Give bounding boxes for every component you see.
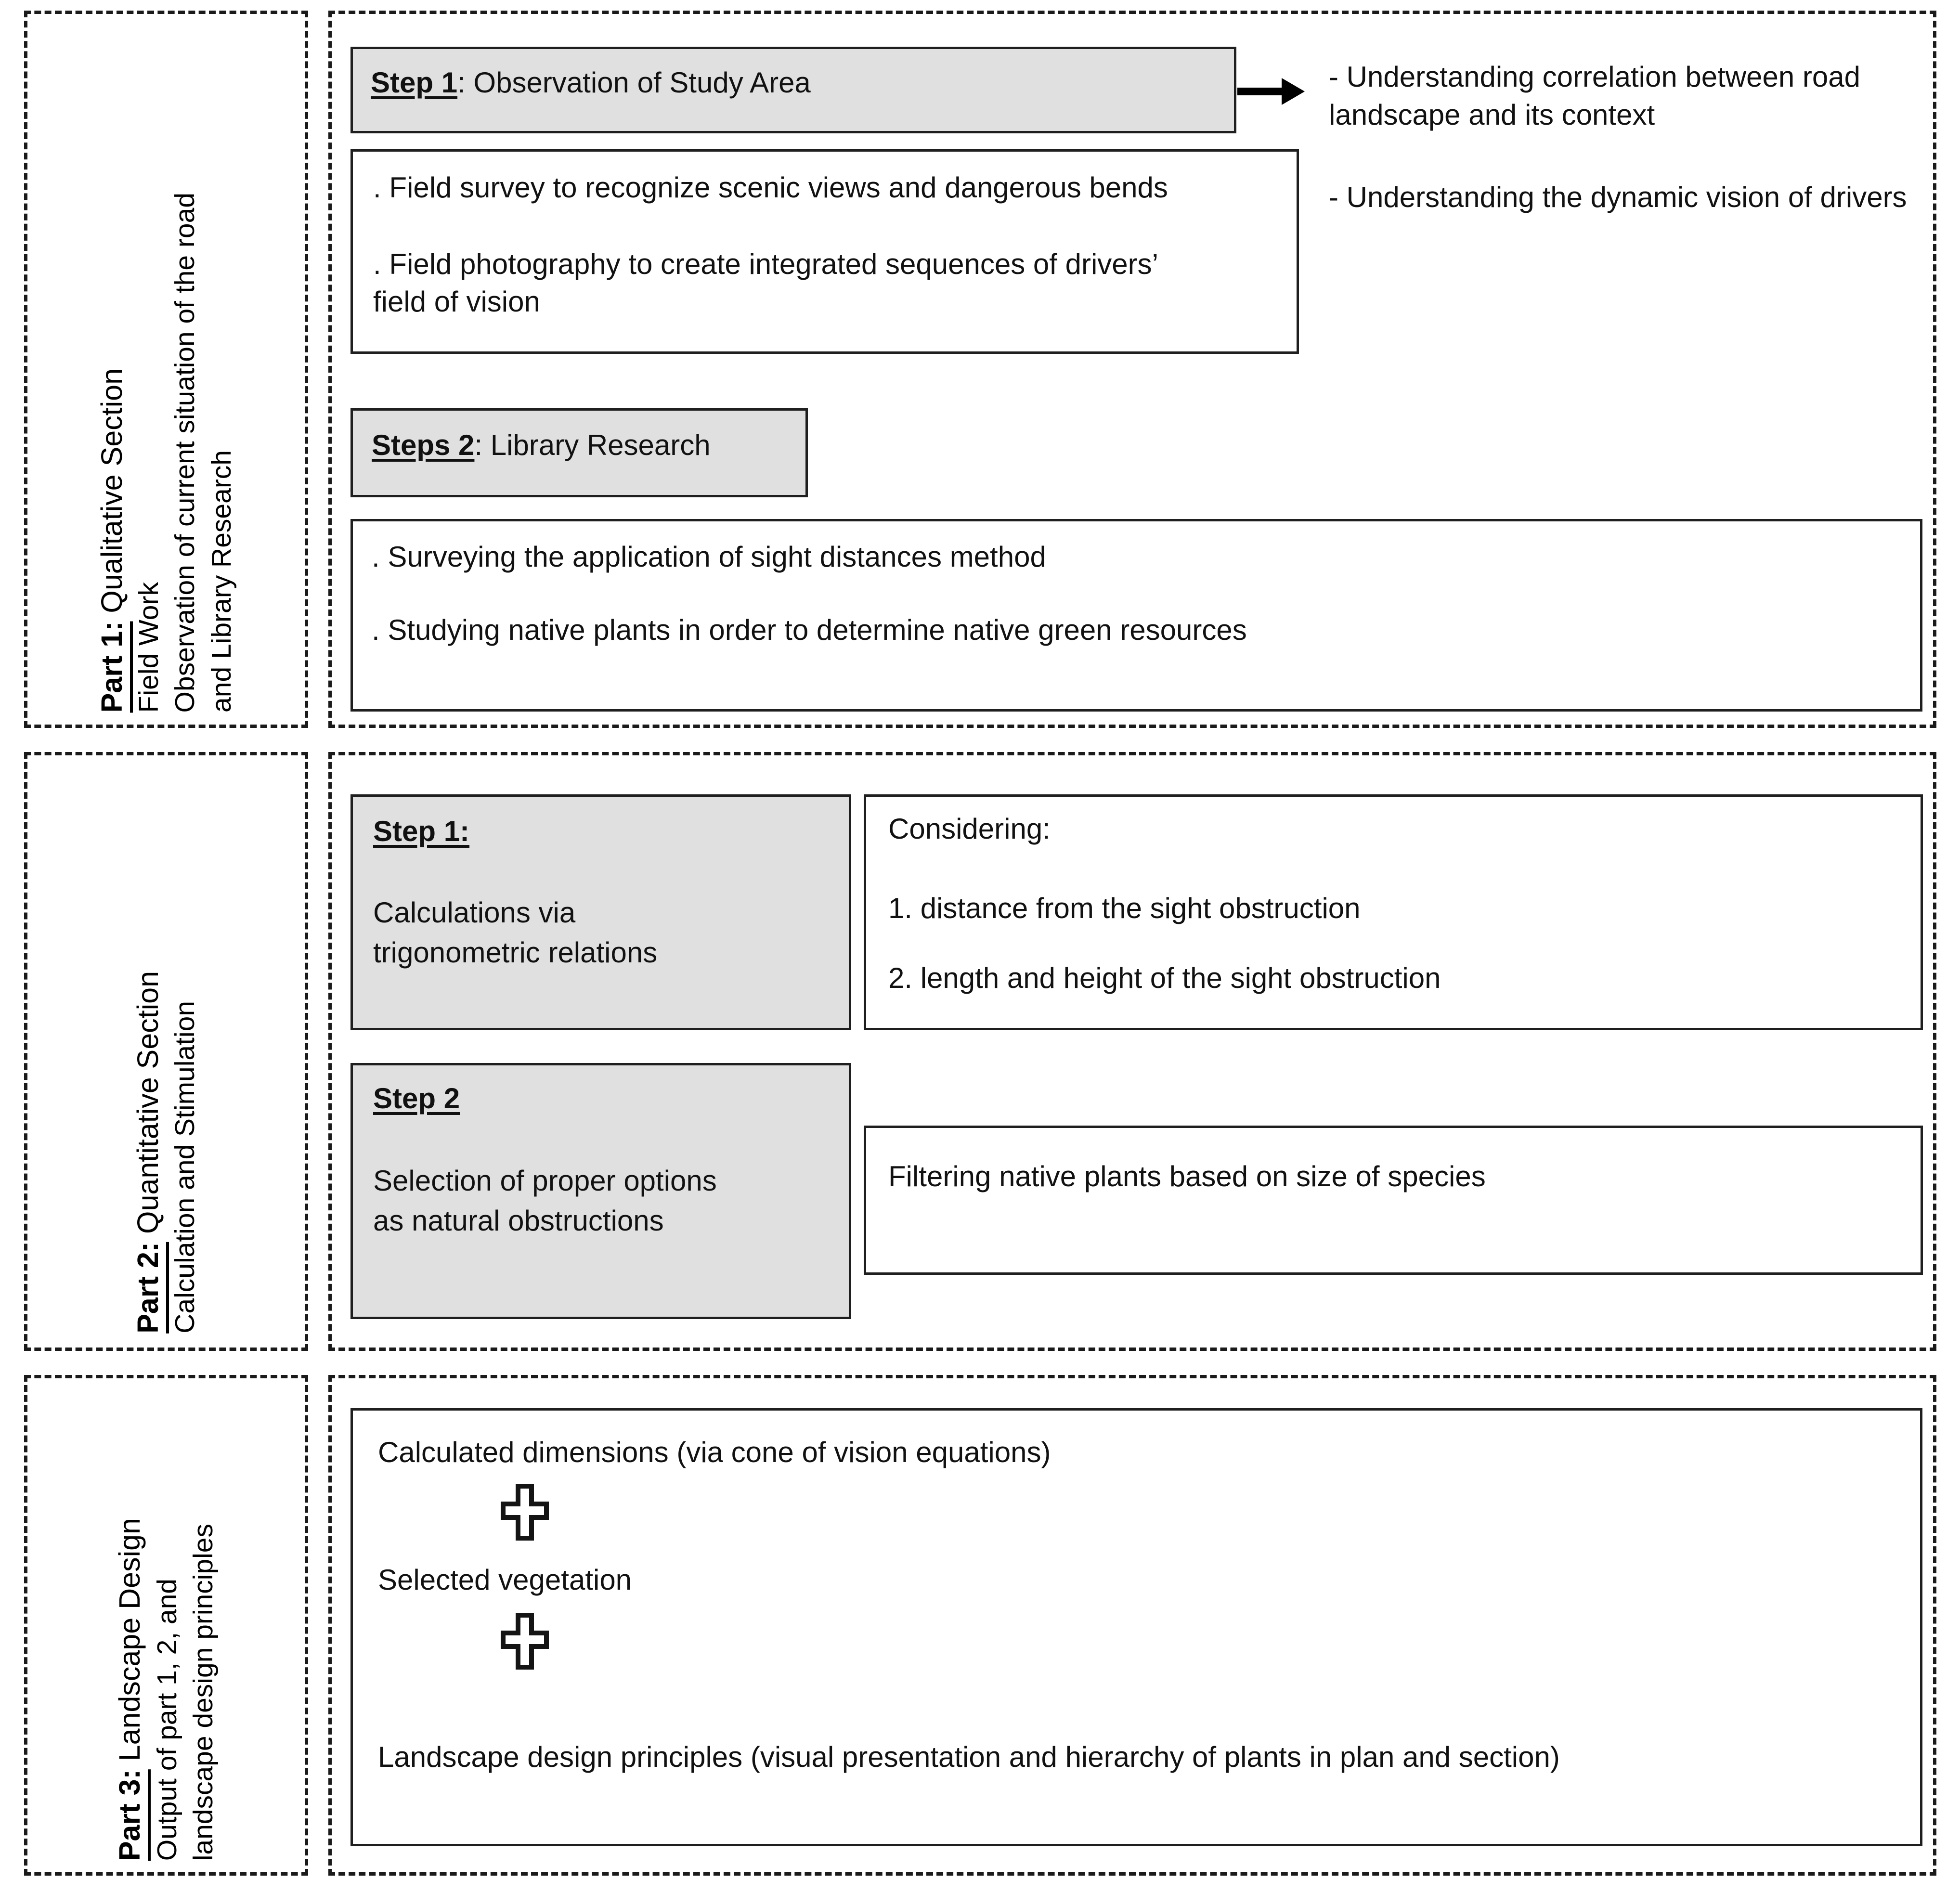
part-3-content-frame (328, 1375, 1936, 1876)
part-1-step-2-header-text: Steps 2: Library Research (372, 429, 805, 461)
part-1-label-frame (24, 11, 308, 728)
part-3-output-box (350, 1408, 1922, 1846)
plus-cross-icon (501, 1484, 549, 1541)
part-2-step-1-side-box (864, 794, 1923, 1030)
part-1-subtitle-3: and Library Research (206, 450, 237, 713)
right-arrow-icon (1237, 72, 1305, 111)
part-1-step-2-body-box (350, 519, 1922, 712)
part-3-side-label: Part 3: Landscape Design Output of part … (34, 1391, 299, 1861)
part-2-subtitle-1: Calculation and Stimulation (169, 1001, 201, 1334)
part-1-subtitle-1: Field Work (133, 582, 164, 713)
plus-cross-icon-2 (501, 1613, 549, 1670)
part-1-step-2-body-line-1: . Surveying the application of sight dis… (372, 541, 1046, 573)
part-2-considering-intro: Considering: (888, 813, 1051, 845)
part-2-title: Part 2: Quantitative Section (131, 971, 165, 1334)
part-2-step-1-box[interactable] (350, 794, 851, 1030)
part-1-step-1-body-line-1: . Field survey to recognize scenic views… (373, 171, 1168, 204)
part-1-step-2-header-rest: : Library Research (474, 429, 711, 461)
part-3-title-rest: Landscape Design (113, 1517, 146, 1770)
part-2-step-2-box[interactable] (350, 1063, 851, 1319)
part-1-step-2-header-bold: Steps 2 (372, 429, 475, 461)
part-3-title: Part 3: Landscape Design (113, 1518, 146, 1861)
part-1-side-label: Part 1: Qualitative Section Field Work O… (34, 29, 299, 713)
part-1-title: Part 1: Qualitative Section (95, 368, 129, 713)
part-1-step-1-body-box (350, 149, 1299, 354)
part-2-title-bold: Part 2: (131, 1242, 165, 1334)
part-1-step-2-header-box[interactable] (350, 408, 808, 497)
part-2-content-frame (328, 752, 1936, 1351)
part-1-subtitle-2: Observation of current situation of the … (169, 192, 201, 713)
part-1-title-bold: Part 1: (95, 621, 128, 713)
part-2-considering-item-2: 2. length and height of the sight obstru… (888, 962, 1441, 994)
part-3-subtitle-2: landscape design principles (188, 1523, 219, 1861)
part-2-step-2-header-text: Step 2 (373, 1083, 835, 1114)
part-2-step-1-body-text: Calculations via trigonometric relations (373, 896, 658, 969)
part-1-step-1-body-line-2: . Field photography to create integrated… (373, 248, 1157, 318)
part-2-step-1-header-text: Step 1: (373, 816, 835, 847)
part-1-outcome-1: - Understanding correlation between road… (1329, 61, 1860, 131)
part-1-outcome-2: - Understanding the dynamic vision of dr… (1329, 181, 1907, 213)
part-1-content-frame (328, 11, 1936, 728)
part-1-title-rest: Qualitative Section (95, 368, 128, 622)
part-1-step-1-header-bold: Step 1 (371, 66, 458, 99)
part-2-step-1-header-bold: Step 1: (373, 815, 470, 847)
part-2-step-2-header-bold: Step 2 (373, 1082, 460, 1114)
part-1-step-1-header-text: Step 1: Observation of Study Area (371, 67, 1218, 99)
part-2-side-label: Part 2: Quantitative Section Calculation… (34, 770, 299, 1334)
part-2-title-rest: Quantitative Section (131, 971, 165, 1243)
part-2-label-frame (24, 752, 308, 1351)
part-3-label-frame (24, 1375, 308, 1876)
part-2-step-2-body-text: Selection of proper options as natural o… (373, 1165, 717, 1237)
part-3-output-line-1: Calculated dimensions (via cone of visio… (378, 1436, 1051, 1468)
part-3-title-bold: Part 3: (113, 1769, 146, 1861)
part-2-filtering-text: Filtering native plants based on size of… (888, 1160, 1486, 1192)
part-1-step-1-header-rest: : Observation of Study Area (457, 66, 811, 99)
part-3-output-line-3: Landscape design principles (visual pres… (378, 1741, 1560, 1773)
part-3-subtitle-1: Output of part 1, 2, and (151, 1578, 182, 1861)
part-2-step-2-side-box (864, 1126, 1923, 1275)
part-2-considering-item-1: 1. distance from the sight obstruction (888, 892, 1361, 924)
part-1-step-1-header-box[interactable] (350, 47, 1236, 133)
part-1-step-2-body-line-2: . Studying native plants in order to det… (372, 614, 1247, 646)
part-3-output-line-2: Selected vegetation (378, 1564, 632, 1596)
